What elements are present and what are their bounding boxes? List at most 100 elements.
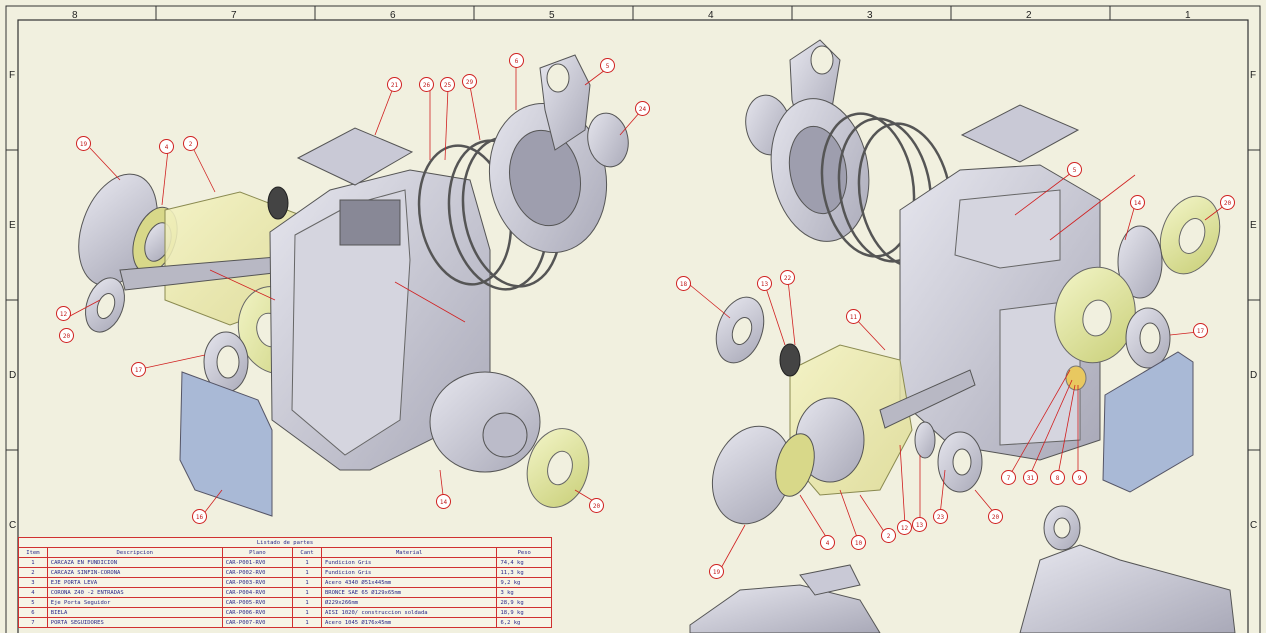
table-cell: 3	[18, 577, 48, 588]
table-cell: Acero 1045 Ø176x45mm	[320, 617, 498, 628]
balloon: 12	[897, 520, 912, 535]
table-cell: AISI 1020/ construccion soldada	[320, 607, 498, 618]
zone-label: C	[1250, 520, 1258, 531]
balloon: 19	[76, 136, 91, 151]
balloon: 5	[1067, 162, 1082, 177]
zone-label: 7	[231, 10, 237, 21]
zone-label: 8	[72, 10, 78, 21]
balloon: 16	[192, 509, 207, 524]
balloon: 13	[757, 276, 772, 291]
zone-label: F	[1250, 70, 1257, 81]
table-cell: CAR-P001-RV0	[221, 557, 294, 568]
balloon: 9	[1072, 470, 1087, 485]
balloon: 24	[635, 101, 650, 116]
balloon: 13	[912, 517, 927, 532]
column-header: Peso	[496, 547, 552, 558]
table-cell: CAR-P002-RV0	[221, 567, 294, 578]
zone-label: 6	[390, 10, 396, 21]
balloon: 21	[387, 77, 402, 92]
column-header: Descripcion	[46, 547, 223, 558]
table-cell: 6	[18, 607, 48, 618]
balloon: 7	[1001, 470, 1016, 485]
balloon: 14	[1130, 195, 1145, 210]
table-cell: Fundicion Gris	[320, 557, 498, 568]
zone-label: E	[1250, 220, 1257, 231]
balloon: 22	[780, 270, 795, 285]
balloon: 4	[159, 139, 174, 154]
balloon: 20	[988, 509, 1003, 524]
table-cell: Fundicion Gris	[320, 567, 498, 578]
table-cell: PORTA SEGUIDORES	[46, 617, 223, 628]
balloon: 29	[462, 74, 477, 89]
balloon: 26	[419, 77, 434, 92]
balloon: 2	[881, 528, 896, 543]
parts-list-table: Listado de partes Item Descripcion Plano…	[18, 537, 552, 628]
zone-label: 3	[867, 10, 873, 21]
column-header: Cant	[292, 547, 322, 558]
table-cell: 1	[18, 557, 48, 568]
balloon: 17	[1193, 323, 1208, 338]
table-cell: 3 kg	[496, 587, 552, 598]
table-cell: CARCAZA EN FUNDICION	[46, 557, 223, 568]
table-cell: 1	[292, 567, 322, 578]
zone-label: C	[9, 520, 17, 531]
table-cell: 11,3 kg	[496, 567, 552, 578]
table-cell: EJE PORTA LEVA	[46, 577, 223, 588]
table-cell: 9,2 kg	[496, 577, 552, 588]
table-cell: 1	[292, 557, 322, 568]
balloon: 11	[846, 309, 861, 324]
balloon: 20	[59, 328, 74, 343]
zone-label: E	[9, 220, 16, 231]
table-cell: 1	[292, 577, 322, 588]
zone-label: 1	[1185, 10, 1191, 21]
balloon: 4	[820, 535, 835, 550]
balloon: 6	[509, 53, 524, 68]
balloon: 18	[676, 276, 691, 291]
column-header: Item	[18, 547, 48, 558]
balloon: 31	[1023, 470, 1038, 485]
table-cell: CAR-P004-RV0	[221, 587, 294, 598]
parts-list-header-row: Item Descripcion Plano Cant Material Pes…	[18, 547, 552, 558]
balloon: 8	[1050, 470, 1065, 485]
zone-label: 5	[549, 10, 555, 21]
balloon: 19	[709, 564, 724, 579]
table-cell: 28,9 kg	[496, 597, 552, 608]
column-header: Plano	[221, 547, 294, 558]
zone-label: 4	[708, 10, 714, 21]
table-cell: 6,2 kg	[496, 617, 552, 628]
table-cell: Acero 4340 Ø51x445mm	[320, 577, 498, 588]
balloon: 17	[131, 362, 146, 377]
table-cell: CAR-P007-RV0	[221, 617, 294, 628]
balloon: 20	[589, 498, 604, 513]
table-cell: 7	[18, 617, 48, 628]
column-header: Material	[320, 547, 498, 558]
zone-label: 2	[1026, 10, 1032, 21]
balloon: 25	[440, 77, 455, 92]
balloon: 10	[851, 535, 866, 550]
parts-list-title: Listado de partes	[18, 537, 552, 548]
balloon: 20	[1220, 195, 1235, 210]
table-cell: CAR-P006-RV0	[221, 607, 294, 618]
table-cell: 74,4 kg	[496, 557, 552, 568]
table-cell: 18,9 kg	[496, 607, 552, 618]
zone-label: F	[9, 70, 16, 81]
table-cell: 4	[18, 587, 48, 598]
table-cell: 1	[292, 617, 322, 628]
table-cell: CAR-P003-RV0	[221, 577, 294, 588]
table-cell: Ø229x266mm	[320, 597, 498, 608]
table-cell: 1	[292, 597, 322, 608]
balloon: 5	[600, 58, 615, 73]
zone-label: D	[1250, 370, 1258, 381]
balloon: 12	[56, 306, 71, 321]
table-cell: 5	[18, 597, 48, 608]
balloon: 2	[183, 136, 198, 151]
table-cell: CARCAZA SINFIN-CORONA	[46, 567, 223, 578]
table-cell: 1	[292, 587, 322, 598]
